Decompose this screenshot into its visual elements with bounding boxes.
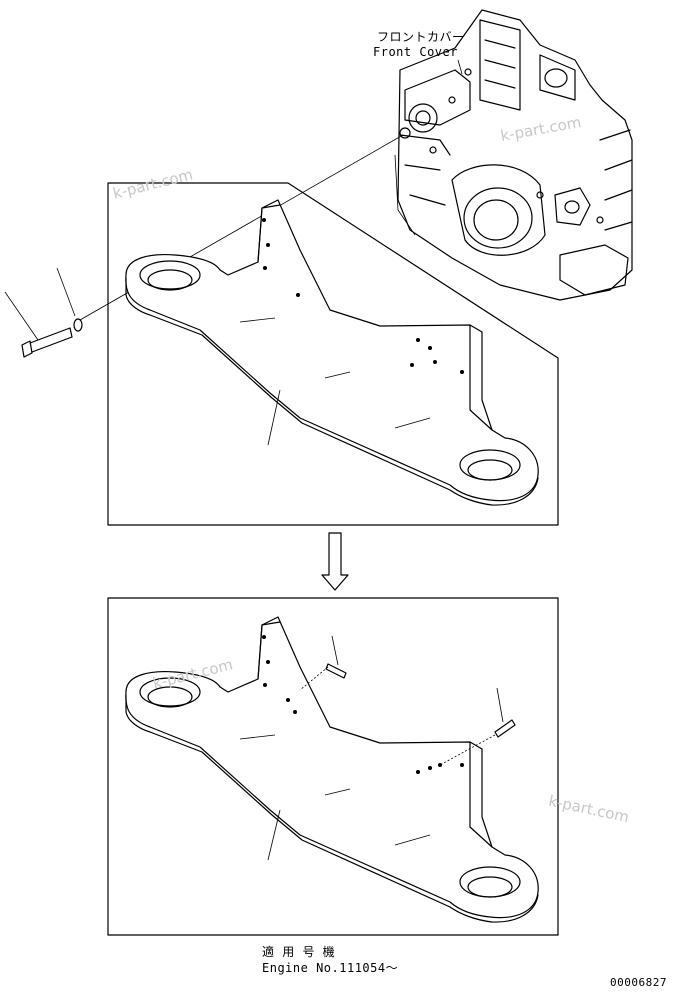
down-arrow	[321, 532, 349, 591]
bracket-leader-top	[267, 389, 281, 446]
washer-leader	[56, 267, 76, 317]
top-support-bracket	[125, 199, 539, 506]
bottom-support-bracket	[125, 616, 539, 923]
pin-leader-2	[496, 687, 504, 723]
bottom-frame	[107, 597, 559, 936]
front-cover-label-en: Front Cover	[373, 45, 458, 59]
front-cover-leader	[457, 59, 463, 75]
dowel-pin-1	[299, 663, 347, 691]
front-cover-part	[394, 9, 633, 301]
front-cover-label-jp: フロントカバー	[377, 30, 465, 44]
drawing-number: 00006827	[610, 976, 667, 989]
top-bracket-frame	[107, 182, 559, 526]
dowel-pin-2	[439, 719, 516, 766]
pin-leader-1	[331, 635, 339, 666]
washer-part	[73, 318, 83, 332]
serial-note-en: Engine No.111054～	[262, 961, 399, 975]
bracket-leader-bottom	[267, 809, 281, 861]
serial-note-jp: 適 用 号 機	[262, 945, 336, 959]
bolt-part	[21, 327, 73, 358]
bolt-leader	[4, 291, 39, 341]
